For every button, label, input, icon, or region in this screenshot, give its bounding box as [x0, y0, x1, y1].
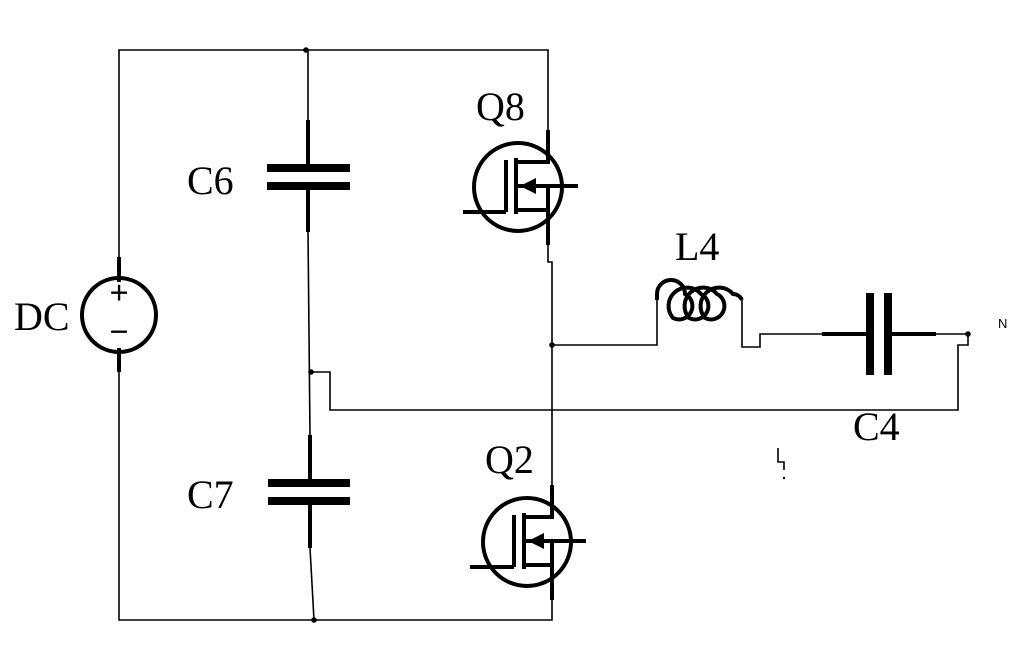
q2-arrow [528, 533, 544, 549]
dc-source: + − [80, 257, 158, 372]
capacitor-c4 [822, 293, 936, 375]
mosfet-q2 [470, 485, 586, 600]
wire-node-to-l4 [552, 300, 658, 346]
dc-label: DC [14, 294, 70, 339]
capacitor-c6 [267, 120, 350, 232]
wire-c6-bottom [307, 231, 311, 436]
c6-label: C6 [187, 158, 234, 203]
junction-dot [303, 47, 309, 53]
junctions [303, 47, 971, 623]
junction-dot [308, 369, 314, 375]
dc-plus-sign: + [109, 275, 128, 312]
junction-dot [965, 331, 971, 337]
wire-c7-bottom [309, 547, 315, 621]
l4-coil [655, 278, 744, 322]
dc-minus-sign: − [109, 314, 128, 351]
q8-arrow [520, 178, 536, 194]
wire-q8-source [547, 232, 553, 345]
q8-label: Q8 [476, 84, 525, 129]
n-terminal-label: N [998, 316, 1007, 331]
capacitor-c7 [268, 435, 350, 548]
wire-bottom-rail [118, 372, 553, 621]
wire-l4-to-c4 [741, 300, 822, 348]
inductor-l4 [655, 278, 744, 322]
dc-source-circle [80, 276, 158, 354]
wires [118, 49, 969, 621]
stray-mark [777, 448, 786, 480]
junction-dot [311, 617, 317, 623]
q2-label: Q2 [485, 437, 534, 482]
l4-label: L4 [675, 224, 719, 269]
wire-mid-return [310, 333, 969, 411]
wire-top-rail [118, 49, 549, 277]
c4-label: C4 [853, 404, 900, 449]
mosfet-q8 [463, 130, 578, 245]
c7-label: C7 [187, 472, 234, 517]
junction-dot [549, 342, 555, 348]
